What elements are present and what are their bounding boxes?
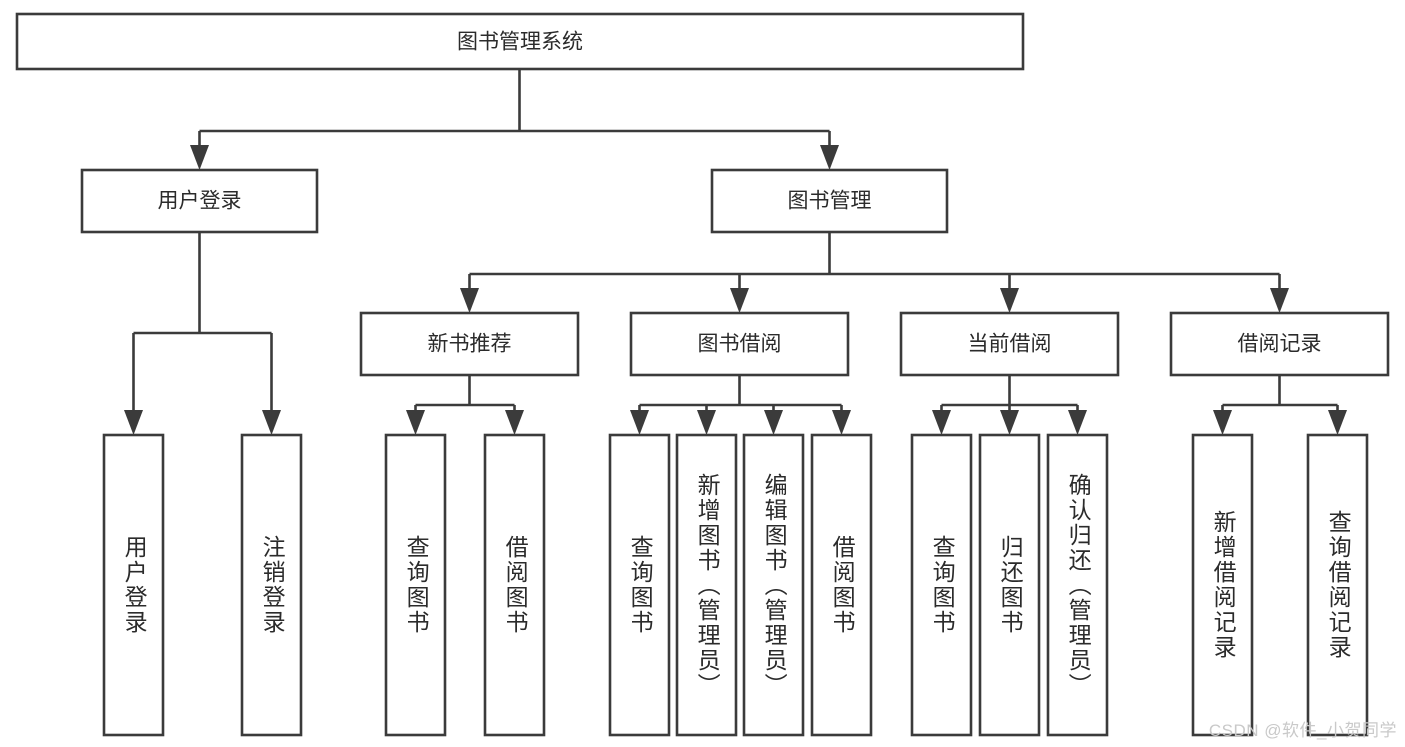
watermark-text: CSDN @软件_小贺同学 [1208,721,1397,740]
node-root-box[interactable] [15,12,1025,71]
node-book-borrow-box[interactable] [629,311,850,377]
node-new-book-rec-box[interactable] [359,311,580,377]
arrow-head-leaf-query-book-1 [406,410,425,435]
arrow-head-newbook [460,288,479,313]
arrow-head-bookborrow [730,288,749,313]
leaf-box-add-book[interactable] [675,433,738,737]
leaf-box-return-book[interactable] [978,433,1041,737]
leaf-box-user-login[interactable] [102,433,165,737]
leaf-box-borrow-book-2[interactable] [810,433,873,737]
node-borrow-record-box[interactable] [1169,311,1390,377]
arrow-head-borrowrecord [1270,288,1289,313]
arrow-head-leaf-add-book [697,410,716,435]
node-current-borrow[interactable]: 当前借阅 [899,311,1120,377]
leaf-box-confirm-return[interactable] [1046,433,1109,737]
node-book-mgmt-box[interactable] [710,168,949,234]
node-login-label: 用户登录 [158,190,242,213]
arrow-head-currentborrow [1000,288,1019,313]
node-current-borrow-label: 当前借阅 [968,333,1052,356]
node-current-borrow-box[interactable] [899,311,1120,377]
leaf-box-query-book-3[interactable] [910,433,973,737]
leaf-box-borrow-book-1[interactable] [483,433,546,737]
arrow-head-leaf-query-record [1328,410,1347,435]
arrow-head-leaf-query-book-2 [630,410,649,435]
arrow-head-leaf-edit-book [764,410,783,435]
arrow-head-leaf-confirm-return [1068,410,1087,435]
leaf-box-user-logout[interactable] [240,433,303,737]
node-book-borrow-label: 图书借阅 [698,333,782,356]
leaf-box-query-record[interactable] [1306,433,1369,737]
leaf-box-query-book-2[interactable] [608,433,671,737]
leaf-box-add-record[interactable] [1191,433,1254,737]
arrow-head-leaf-user-login [124,410,143,435]
node-book-mgmt[interactable]: 图书管理 [710,168,949,234]
node-book-borrow[interactable]: 图书借阅 [629,311,850,377]
node-root[interactable]: 图书管理系统 [15,12,1025,71]
arrow-head-leaf-user-logout [262,410,281,435]
leaf-box-edit-book[interactable] [742,433,805,737]
arrow-head-leaf-query-book-3 [932,410,951,435]
arrow-head-login [190,145,209,170]
leaf-box-query-book-1[interactable] [384,433,447,737]
arrow-head-leaf-borrow-book-1 [505,410,524,435]
node-root-label: 图书管理系统 [457,31,583,54]
connector-group [124,69,1347,435]
node-login-box[interactable] [80,168,319,234]
arrow-head-leaf-return-book [1000,410,1019,435]
arrow-head-bookmgmt [820,145,839,170]
node-login[interactable]: 用户登录 [80,168,319,234]
node-book-mgmt-label: 图书管理 [788,190,872,213]
node-borrow-record-label: 借阅记录 [1238,333,1322,356]
node-borrow-record[interactable]: 借阅记录 [1169,311,1390,377]
node-new-book-rec-label: 新书推荐 [428,333,512,356]
node-new-book-rec[interactable]: 新书推荐 [359,311,580,377]
arrow-head-leaf-borrow-book-2 [832,410,851,435]
arrow-head-leaf-add-record [1213,410,1232,435]
